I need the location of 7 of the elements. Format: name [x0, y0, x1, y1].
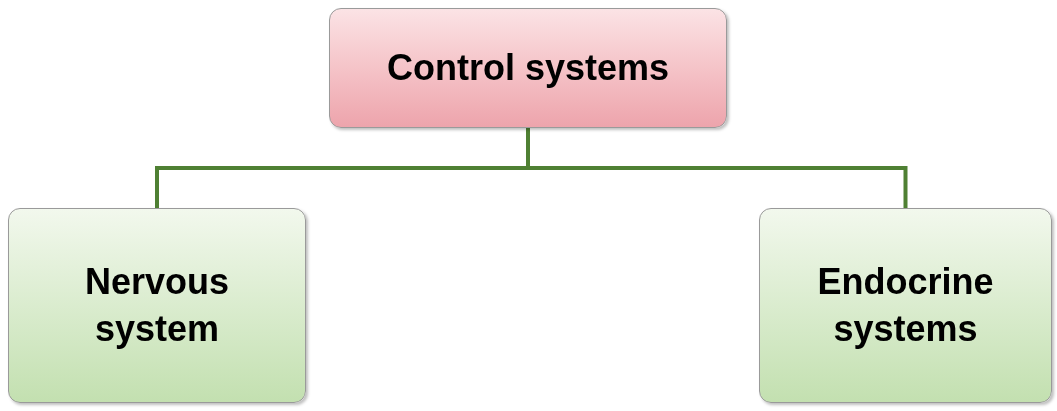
- process-box: [329, 8, 727, 128]
- box-label: Endocrine systems: [816, 259, 995, 351]
- process-box: [759, 208, 1052, 403]
- box-label: Control systems: [386, 45, 670, 90]
- process-box: [8, 208, 306, 403]
- box-label: Nervous system: [83, 259, 231, 351]
- connector-line: [526, 128, 908, 208]
